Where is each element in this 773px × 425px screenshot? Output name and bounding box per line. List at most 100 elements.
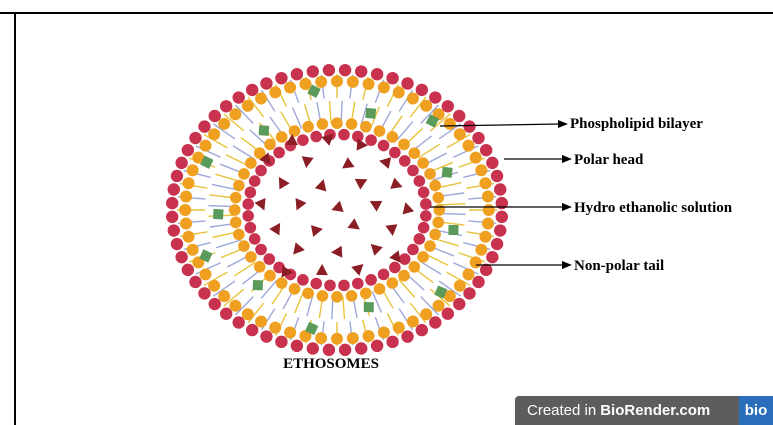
polar-head-inner-red xyxy=(399,253,411,265)
label-text: Hydro ethanolic solution xyxy=(574,200,733,216)
polar-head-outer xyxy=(463,120,475,132)
polar-head-mid xyxy=(479,177,491,189)
polar-head-outer xyxy=(166,211,178,223)
polar-head-mid xyxy=(187,164,199,176)
polar-head-inner-red xyxy=(389,147,401,159)
polar-head-outer xyxy=(189,132,201,144)
polar-head-inner-red xyxy=(352,278,364,290)
polar-head-inner-red xyxy=(407,165,419,177)
polar-head-inner-red xyxy=(418,187,430,199)
polar-head-inner-orange xyxy=(317,290,329,302)
polar-head-inner-orange xyxy=(230,192,242,204)
drug-triangle xyxy=(311,223,324,237)
polar-head-inner-orange xyxy=(429,229,441,241)
polar-head-outer xyxy=(291,340,303,352)
polar-head-outer xyxy=(175,251,187,263)
tail-line xyxy=(234,262,255,276)
label-text: Non-polar tail xyxy=(574,258,664,274)
ethanol-square xyxy=(259,125,270,136)
drug-triangle xyxy=(329,201,343,216)
polar-head-mid xyxy=(269,86,281,98)
polar-head-inner-red xyxy=(255,244,267,256)
polar-head-inner-orange xyxy=(424,240,436,252)
ethanol-square xyxy=(365,108,376,119)
polar-head-inner-orange xyxy=(302,121,314,133)
ethanol-square xyxy=(253,280,263,290)
polar-head-inner-red xyxy=(297,274,309,286)
polar-head-outer xyxy=(486,251,498,263)
polar-head-outer xyxy=(442,100,454,112)
polar-head-outer xyxy=(491,238,503,250)
polar-head-inner-orange xyxy=(387,277,399,289)
polar-head-outer xyxy=(220,308,232,320)
polar-head-outer xyxy=(323,64,335,76)
biorender-logo-icon: bio xyxy=(739,396,773,425)
polar-head-outer xyxy=(401,77,413,89)
tail-line xyxy=(439,204,465,205)
polar-head-outer xyxy=(246,324,258,336)
polar-head-mid xyxy=(363,78,375,90)
polar-head-mid xyxy=(420,308,432,320)
polar-head-mid xyxy=(218,118,230,130)
polar-head-mid xyxy=(284,326,296,338)
polar-head-mid xyxy=(187,244,199,256)
polar-head-mid xyxy=(454,280,466,292)
polar-head-inner-orange xyxy=(398,270,410,282)
ethanol-square xyxy=(364,302,374,312)
polar-head-outer xyxy=(246,84,258,96)
polar-head-outer xyxy=(442,308,454,320)
polar-head-inner-red xyxy=(420,198,432,210)
polar-head-outer xyxy=(171,238,183,250)
polar-head-mid xyxy=(347,76,359,88)
polar-head-mid xyxy=(242,308,254,320)
polar-head-outer xyxy=(182,264,194,276)
tail-line xyxy=(261,280,277,298)
drug-triangle xyxy=(367,196,382,212)
polar-head-mid xyxy=(255,92,267,104)
polar-head-inner-red xyxy=(418,222,430,234)
polar-head-mid xyxy=(470,256,482,268)
polar-head-inner-orange xyxy=(289,283,301,295)
polar-head-inner-orange xyxy=(233,229,245,241)
polar-head-mid xyxy=(479,231,491,243)
polar-head-mid xyxy=(255,316,267,328)
polar-head-outer xyxy=(166,197,178,209)
polar-head-outer xyxy=(233,91,245,103)
polar-head-inner-orange xyxy=(276,131,288,143)
label-hydro-ethanolic-solution: Hydro ethanolic solution xyxy=(430,200,733,216)
tail-line xyxy=(419,144,440,158)
polar-head-outer xyxy=(260,77,272,89)
polar-head-inner-red xyxy=(420,210,432,222)
polar-head-mid xyxy=(299,78,311,90)
polar-head-inner-orange xyxy=(245,251,257,263)
drug-triangle xyxy=(316,264,328,275)
polar-head-inner-orange xyxy=(238,168,250,180)
arrowhead-icon xyxy=(562,261,572,269)
drug-triangle xyxy=(289,242,305,258)
tail-line xyxy=(420,261,441,274)
polar-head-inner-orange xyxy=(429,180,441,192)
polar-head-inner-red xyxy=(378,140,390,152)
drug-triangle xyxy=(355,174,370,190)
polar-head-inner-orange xyxy=(374,125,386,137)
polar-head-inner-red xyxy=(249,175,261,187)
polar-head-inner-red xyxy=(263,253,275,265)
label-phospholipid-bilayer: Phospholipid bilayer xyxy=(440,116,703,132)
polar-head-inner-orange xyxy=(289,125,301,137)
polar-head-mid xyxy=(482,217,494,229)
polar-head-inner-orange xyxy=(346,118,358,130)
polar-head-mid xyxy=(218,290,230,302)
polar-head-outer xyxy=(209,110,221,122)
polar-head-mid xyxy=(483,204,495,216)
tail-line xyxy=(233,146,254,159)
polar-head-mid xyxy=(462,268,474,280)
polar-head-inner-orange xyxy=(360,287,372,299)
polar-head-mid xyxy=(462,140,474,152)
biorender-watermark: Created in BioRender.com bio xyxy=(515,396,773,425)
arrowhead-icon xyxy=(562,155,572,163)
ethanol-square xyxy=(213,209,224,220)
polar-head-outer xyxy=(307,342,319,354)
label-non-polar-tail: Non-polar tail xyxy=(476,258,664,274)
polar-head-outer xyxy=(371,68,383,80)
